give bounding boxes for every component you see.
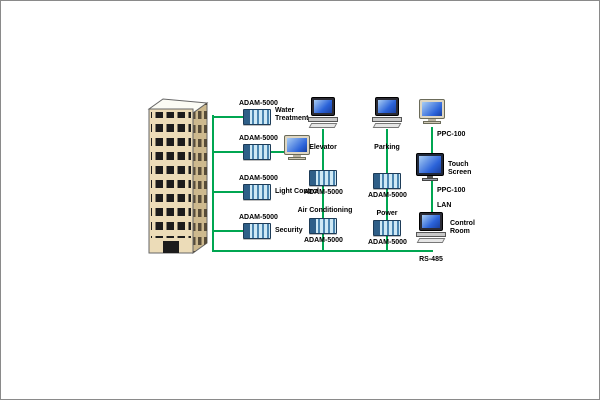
caption-elevator: Elevator	[309, 144, 337, 151]
building-front-windows	[151, 112, 191, 238]
adam-module-local-monitor-icon	[243, 144, 271, 160]
label-adam-water-treatment: ADAM-5000	[239, 100, 278, 107]
label-adam-local-monitor: ADAM-5000	[239, 135, 278, 142]
caption-power: Power	[376, 210, 398, 217]
elevator-computer-icon	[307, 97, 339, 128]
adam-module-security-icon	[243, 223, 271, 239]
control-room-computer-icon	[415, 212, 447, 243]
adam-module-air-conditioning-icon	[309, 218, 337, 234]
caption-touch-screen: Touch Screen	[448, 161, 472, 177]
monitor-screen	[422, 102, 442, 116]
caption-control-room: Control Room	[450, 220, 475, 236]
monitor-screen	[422, 215, 440, 228]
keyboard	[372, 123, 402, 128]
parking-computer-icon	[371, 97, 403, 128]
computer-case	[416, 232, 446, 237]
label-ppc-100-top: PPC-100	[437, 131, 466, 138]
network-line-elevator-riser	[322, 129, 324, 250]
label-adam-light-control: ADAM-5000	[239, 175, 278, 182]
monitor-screen	[287, 138, 307, 152]
caption-light-control: Light Control	[275, 188, 319, 195]
network-line-monitor-link	[271, 151, 285, 153]
label-ppc-100-mid: PPC-100	[437, 187, 466, 194]
adam-module-water-treatment-icon	[243, 109, 271, 125]
label-adam-parking: ADAM-5000	[368, 192, 407, 199]
keyboard	[308, 123, 338, 128]
monitor-stand	[288, 157, 306, 160]
label-rs-485: RS-485	[419, 256, 443, 263]
caption-air-conditioning: Air Conditioning	[297, 207, 353, 214]
adam-module-parking-icon	[373, 173, 401, 189]
caption-security: Security	[275, 227, 303, 234]
building-icon	[143, 93, 209, 270]
network-line-branch-monitor	[212, 151, 243, 153]
monitor-neck	[293, 155, 301, 157]
local-monitor-icon	[283, 135, 311, 160]
network-line-branch-security	[212, 230, 243, 232]
monitor-neck	[427, 176, 433, 178]
monitor-bezel	[419, 99, 445, 119]
monitor-screen	[419, 156, 441, 173]
building-illustration	[147, 98, 209, 254]
monitor-screen	[314, 100, 332, 113]
label-adam-security: ADAM-5000	[239, 214, 278, 221]
monitor-neck	[428, 119, 436, 121]
network-line-parking-riser	[386, 129, 388, 250]
network-line-branch-light	[212, 191, 243, 193]
building-side-windows	[193, 103, 207, 253]
ppc-100-monitor-icon	[418, 99, 446, 124]
computer-case	[372, 117, 402, 122]
label-adam-power: ADAM-5000	[368, 239, 407, 246]
keyboard	[416, 238, 446, 243]
label-adam-air-conditioning: ADAM-5000	[304, 237, 343, 244]
monitor-bezel	[416, 153, 444, 176]
touch-screen-monitor-icon	[416, 153, 444, 181]
monitor-screen	[378, 100, 396, 113]
computer-case	[308, 117, 338, 122]
monitor-stand	[423, 121, 441, 124]
caption-water-treatment: Water Treatment	[275, 107, 309, 123]
adam-module-elevator-icon	[309, 170, 337, 186]
network-line-main-bus	[212, 115, 214, 252]
label-adam-elevator: ADAM-5000	[304, 189, 343, 196]
caption-parking: Parking	[374, 144, 400, 151]
network-line-bottom-bus	[212, 250, 433, 252]
adam-module-light-control-icon	[243, 184, 271, 200]
building-entrance	[163, 241, 179, 253]
monitor-stand	[422, 178, 438, 181]
monitor-bezel	[284, 135, 310, 155]
monitor-bezel	[419, 212, 443, 231]
monitor-bezel	[311, 97, 335, 116]
adam-module-power-icon	[373, 220, 401, 236]
label-lan: LAN	[437, 202, 452, 209]
monitor-bezel	[375, 97, 399, 116]
network-line-branch-water	[212, 116, 243, 118]
